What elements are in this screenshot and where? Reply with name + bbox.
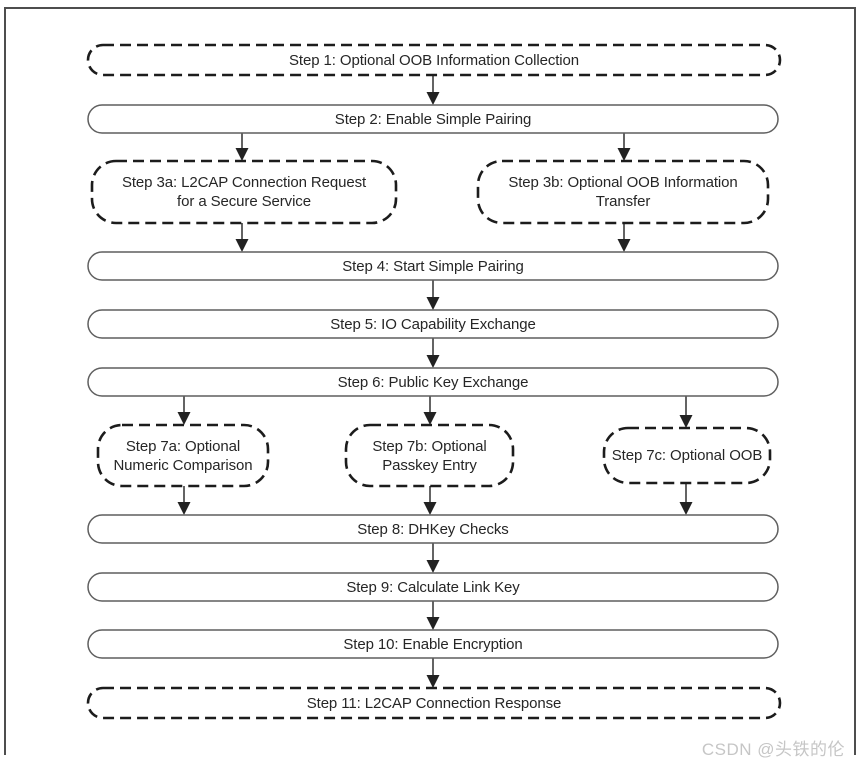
node-step-10: Step 10: Enable Encryption — [343, 635, 523, 653]
node-step-3b: Step 3b: Optional OOB Information Transf… — [508, 174, 738, 210]
csdn-watermark: CSDN @头铁的伦 — [701, 740, 845, 759]
node-box-step-2 — [87, 104, 779, 134]
node-box-step-8 — [87, 514, 779, 544]
node-box-step-11 — [86, 686, 782, 720]
node-step-1: Step 1: Optional OOB Information Collect… — [288, 51, 580, 69]
node-box-step-3b — [476, 159, 770, 225]
node-box-step-7c — [602, 426, 772, 485]
node-box-step-4 — [87, 251, 779, 281]
node-step-6: Step 6: Public Key Exchange — [337, 373, 529, 391]
node-step-5: Step 5: IO Capability Exchange — [330, 315, 536, 333]
node-step-2: Step 2: Enable Simple Pairing — [334, 110, 532, 128]
node-step-4: Step 4: Start Simple Pairing — [342, 257, 524, 275]
node-step-7a: Step 7a: Optional Numeric Comparison — [113, 437, 253, 474]
node-box-step-3a — [90, 159, 398, 225]
page-border-frame — [4, 7, 856, 755]
node-step-7c: Step 7c: Optional OOB — [611, 447, 763, 464]
node-box-step-10 — [87, 629, 779, 659]
node-step-11: Step 11: L2CAP Connection Response — [306, 694, 562, 712]
node-box-step-6 — [87, 367, 779, 397]
node-step-7b: Step 7b: Optional Passkey Entry — [372, 437, 487, 474]
node-box-step-9 — [87, 572, 779, 602]
node-box-step-5 — [87, 309, 779, 339]
node-step-8: Step 8: DHKey Checks — [357, 520, 509, 538]
node-step-9: Step 9: Calculate Link Key — [346, 578, 520, 596]
node-step-3a: Step 3a: L2CAP Connection Request for a … — [121, 174, 367, 210]
node-box-step-1 — [86, 43, 782, 77]
node-box-step-7b — [344, 423, 515, 488]
arrow-group — [177, 75, 693, 688]
node-box-step-7a — [96, 423, 270, 488]
